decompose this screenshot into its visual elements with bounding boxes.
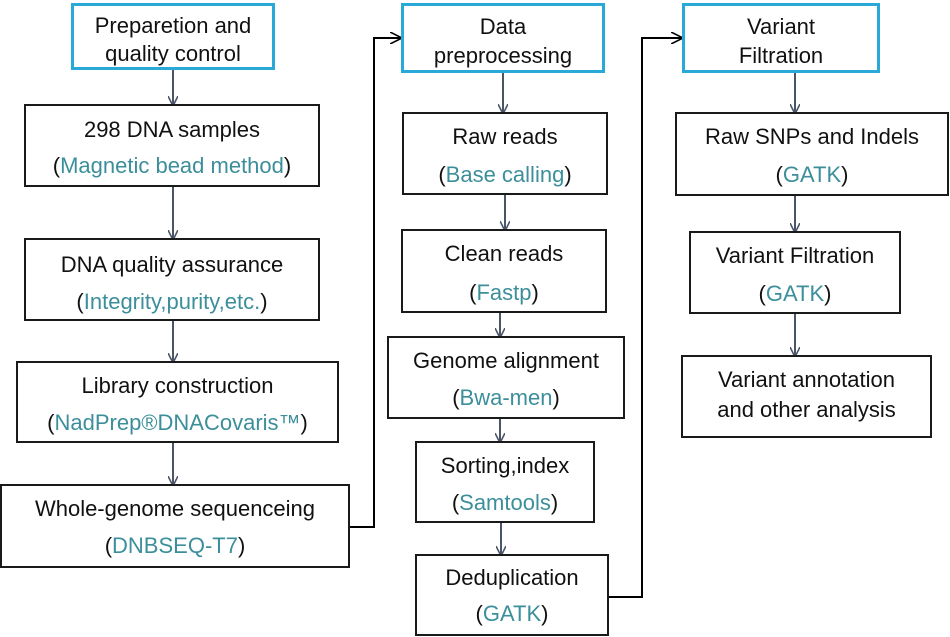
header-line-2: Filtration [738, 43, 824, 68]
step-tool: (NadPrep®DNACovaris™) [47, 410, 308, 435]
step-label: Raw SNPs and Indels [705, 124, 919, 149]
step-label: Library construction [81, 373, 274, 398]
section-header-variant-filtration: Variant Filtration [682, 3, 880, 73]
step-tool: (Magnetic bead method) [52, 153, 292, 178]
step-whole-genome-sequencing: Whole-genome sequenceing (DNBSEQ-T7) [0, 484, 350, 568]
step-label-line-2: and other analysis [717, 397, 896, 422]
step-tool: (GATK) [775, 162, 849, 187]
step-genome-alignment: Genome alignment (Bwa-men) [387, 336, 625, 419]
step-tool: (GATK) [758, 281, 832, 306]
step-deduplication: Deduplication (GATK) [415, 554, 609, 636]
step-tool: (Samtools) [451, 490, 559, 515]
step-tool: (Fastp) [469, 280, 539, 305]
step-label: Variant Filtration [715, 243, 875, 268]
step-label: Sorting,index [440, 453, 570, 478]
step-label: Clean reads [444, 241, 564, 266]
step-sorting-index: Sorting,index (Samtools) [415, 441, 595, 523]
header-line-2: quality control [105, 41, 241, 66]
step-tool: (Integrity,purity,etc.) [76, 289, 268, 314]
step-tool: (DNBSEQ-T7) [104, 533, 246, 558]
step-dna-samples: 298 DNA samples (Magnetic bead method) [24, 104, 320, 187]
step-label: Variant annotation [718, 367, 895, 392]
header-line-1: Preparetion and [94, 13, 252, 38]
step-label: Deduplication [445, 565, 579, 590]
section-header-data-preprocessing: Data preprocessing [401, 3, 605, 73]
step-tool: (Bwa-men) [452, 385, 560, 410]
connector-col1-to-col2 [349, 38, 400, 528]
step-library-construction: Library construction (NadPrep®DNACovaris… [16, 361, 339, 443]
step-dna-quality: DNA quality assurance (Integrity,purity,… [24, 238, 320, 321]
step-label: 298 DNA samples [83, 117, 261, 142]
section-header-preparation: Preparetion and quality control [71, 3, 275, 70]
header-line-1: Data [479, 14, 527, 39]
connector-col2-to-col3 [609, 38, 681, 598]
step-tool: (Base calling) [438, 162, 572, 187]
step-label: DNA quality assurance [60, 252, 284, 277]
step-label: Genome alignment [413, 348, 599, 373]
header-line-1: Variant [746, 14, 816, 39]
step-variant-annotation: Variant annotation and other analysis [681, 355, 932, 438]
step-label: Raw reads [452, 124, 558, 149]
step-variant-filtration: Variant Filtration (GATK) [689, 231, 901, 314]
step-tool: (GATK) [475, 601, 549, 626]
step-label: Whole-genome sequenceing [34, 496, 316, 521]
step-raw-snps-indels: Raw SNPs and Indels (GATK) [675, 112, 949, 196]
step-clean-reads: Clean reads (Fastp) [401, 229, 607, 313]
header-line-2: preprocessing [433, 43, 573, 68]
step-raw-reads: Raw reads (Base calling) [402, 112, 608, 195]
